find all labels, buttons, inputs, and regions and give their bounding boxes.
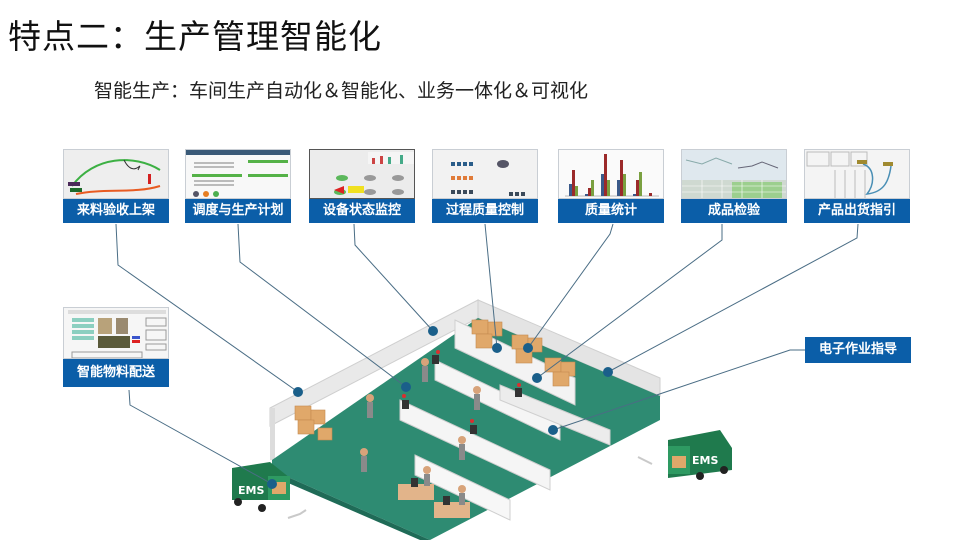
page-title: 特点二：生产管理智能化: [8, 17, 382, 56]
connector-dot: [532, 373, 542, 383]
machine-line-3: [499, 384, 611, 446]
workers: [360, 358, 481, 505]
connector-dot: [603, 367, 613, 377]
inspection-table-icon: [681, 149, 787, 199]
connector-2: [237, 223, 407, 388]
module-card-final-inspection[interactable]: 成品检验: [681, 149, 787, 223]
connector-8: [552, 349, 805, 431]
connector-5: [527, 223, 614, 349]
module-label: 成品检验: [681, 199, 787, 223]
form-window-icon: [185, 149, 291, 199]
module-label: 产品出货指引: [804, 199, 910, 223]
connector-dot: [548, 425, 558, 435]
module-card-shipping-guide[interactable]: 产品出货指引: [804, 149, 910, 223]
module-label: 设备状态监控: [309, 199, 415, 223]
floor-edge: [272, 470, 430, 540]
module-card-scheduling[interactable]: 调度与生产计划: [185, 149, 291, 223]
left-side-wall: [270, 408, 275, 460]
connector-3: [353, 223, 434, 332]
module-card-process-quality[interactable]: 过程质量控制: [432, 149, 538, 223]
module-label: 过程质量控制: [432, 199, 538, 223]
connector-dot: [492, 343, 502, 353]
connector-dot: [523, 343, 533, 353]
connector-dot: [267, 479, 277, 489]
equipment-dashboard-icon: [309, 149, 415, 199]
module-card-e-sop[interactable]: 电子作业指导: [805, 337, 911, 363]
truck-left-label: EMS: [238, 484, 264, 497]
truck-right-label: EMS: [692, 454, 718, 467]
module-card-equipment[interactable]: 设备状态监控: [309, 149, 415, 223]
connector-dot: [401, 382, 411, 392]
machine-line-1: [399, 399, 551, 491]
module-label: 来料验收上架: [63, 199, 169, 223]
module-label: 智能物料配送: [63, 359, 169, 387]
signal-lights: [402, 350, 521, 423]
ems-truck-left: EMS: [232, 462, 290, 512]
connector-dot: [428, 326, 438, 336]
connector-1: [115, 223, 299, 393]
connector-lines: [115, 223, 859, 485]
shipping-map-icon: [804, 149, 910, 199]
process-dashboard-icon: [432, 149, 538, 199]
module-label: 质量统计: [558, 199, 664, 223]
module-card-material-delivery[interactable]: 智能物料配送: [63, 307, 169, 387]
desk-1: [398, 484, 434, 500]
bar-chart-icon: [558, 149, 664, 199]
connector-7: [607, 223, 859, 373]
arrow-in: [287, 509, 307, 519]
monitors: [402, 355, 522, 505]
ems-truck-right: EMS: [668, 430, 732, 480]
connector-9: [128, 389, 273, 485]
module-card-quality-stats[interactable]: 质量统计: [558, 149, 664, 223]
warehouse-map-icon: [63, 149, 169, 199]
desk-2: [434, 502, 470, 518]
connector-dot: [293, 387, 303, 397]
connector-6: [536, 224, 723, 379]
connector-dots: [267, 326, 613, 489]
page-subtitle: 智能生产：车间生产自动化＆智能化、业务一体化＆可视化: [94, 80, 589, 102]
connector-4: [484, 223, 498, 349]
module-card-incoming[interactable]: 来料验收上架: [63, 149, 169, 223]
material-delivery-icon: [63, 307, 169, 359]
arrow-out: [637, 456, 653, 465]
module-label: 调度与生产计划: [185, 199, 291, 223]
